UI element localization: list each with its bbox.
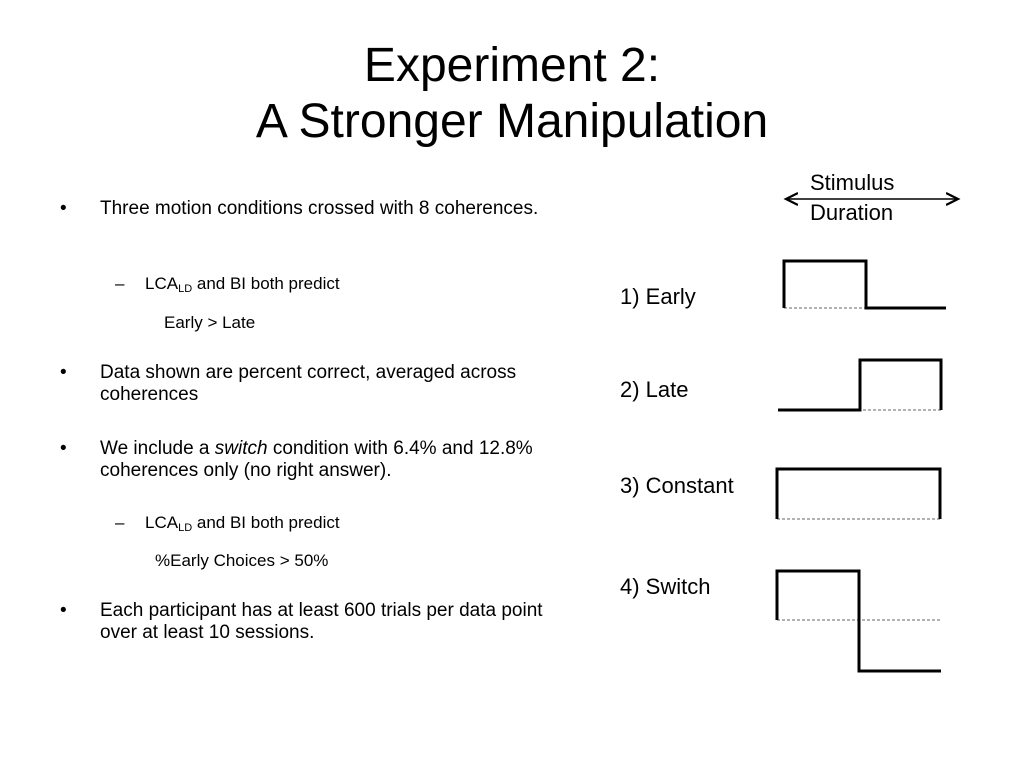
early-waveform [782,259,946,310]
bullet-3-text: We include a switch condition with 6.4% … [100,438,560,482]
sub-bullet-1-text: LCALD and BI both predict [145,274,545,295]
condition-constant-label: 3) Constant [620,473,734,498]
constant-waveform [775,467,942,520]
predict-text: and BI both predict [192,274,340,293]
title-line-1: Experiment 2: [363,39,661,92]
bullet-4-text: Each participant has at least 600 trials… [100,600,543,643]
sub-bullet-2-continuation: %Early Choices > 50% [155,551,329,570]
slide-title: Experiment 2: A Stronger Manipulation [0,38,1024,150]
bullet-marker: • [60,362,67,383]
condition-early-label: 1) Early [620,284,696,309]
switch-emphasis: switch [214,438,268,459]
lca-text: LCA [145,513,179,532]
ld-subscript: LD [178,283,193,295]
lca-text: LCA [145,274,179,293]
bullet-marker: • [60,438,67,459]
bullet-marker: • [60,198,67,219]
stimulus-text: Stimulus [810,170,895,195]
title-line-2: A Stronger Manipulation [255,95,769,148]
switch-waveform [775,569,941,673]
ld-subscript: LD [178,522,193,534]
bullet-1-text: Three motion conditions crossed with 8 c… [100,198,539,219]
bullet-3-text-after: condition with 6.4% and 12.8% coherences… [100,438,533,481]
bullet-marker: • [60,600,67,621]
predict-text: and BI both predict [192,513,340,532]
sub-bullet-1-continuation: Early > Late [164,313,256,332]
bullet-3-text-before: We include a [100,438,215,459]
sub-bullet-marker: – [115,513,125,532]
condition-late-label: 2) Late [620,377,689,402]
condition-switch-label: 4) Switch [620,574,711,599]
sub-bullet-marker: – [115,274,125,293]
late-waveform [778,358,943,412]
sub-bullet-2-text: LCALD and BI both predict [145,513,545,534]
bullet-2-text: Data shown are percent correct, averaged… [100,362,517,405]
